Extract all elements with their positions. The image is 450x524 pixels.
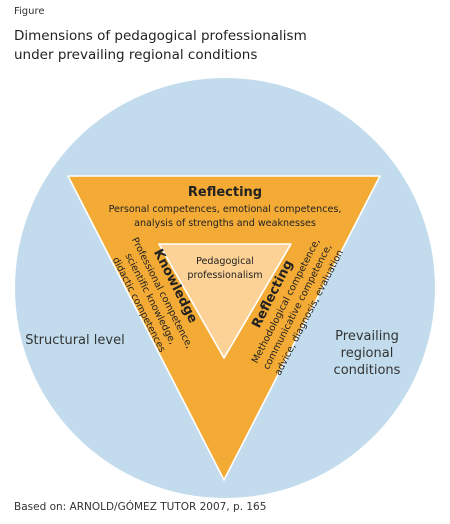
top-heading: Reflecting bbox=[188, 185, 262, 200]
figure-title: Dimensions of pedagogical professionalis… bbox=[14, 28, 307, 63]
top-line-2: analysis of strengths and weaknesses bbox=[134, 218, 316, 229]
center-line-1: Pedagogical bbox=[196, 256, 254, 267]
top-line-1: Personal competences, emotional competen… bbox=[109, 204, 342, 215]
regional-label-line-1: Prevailing bbox=[335, 329, 399, 344]
center-line-2: professionalism bbox=[187, 270, 262, 281]
regional-label-line-2: regional bbox=[341, 346, 394, 361]
figure-label: Figure bbox=[14, 6, 45, 17]
figure-source: Based on: ARNOLD/GÓMEZ TUTOR 2007, p. 16… bbox=[14, 501, 267, 513]
inner-triangle bbox=[158, 243, 292, 359]
regional-label-line-3: conditions bbox=[334, 363, 401, 378]
structural-level-label: Structural level bbox=[25, 333, 124, 348]
